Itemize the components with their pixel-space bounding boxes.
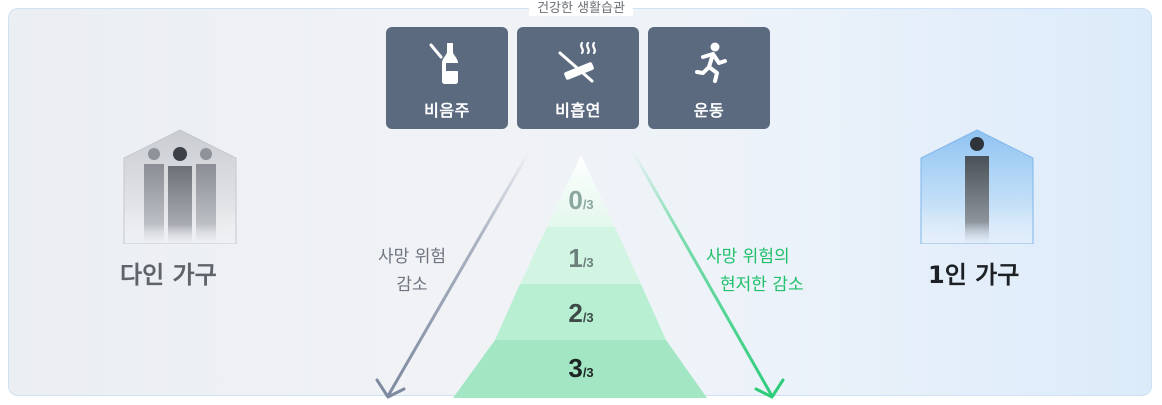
right-household-label: 1인 가구: [928, 261, 1020, 289]
right-risk-line2: 현저한 감소: [720, 275, 804, 295]
right-arrow: [630, 149, 774, 397]
left-risk-line2: 감소: [396, 275, 428, 295]
pyramid-level-3: [453, 340, 707, 398]
pyramid-label-0: 0/3: [541, 185, 621, 216]
multi-person-house-icon: [123, 129, 237, 244]
habit-card-no-smoking: 비흡연: [517, 27, 639, 129]
pyramid-level-0: [547, 155, 615, 227]
diagram-heading: 건강한 생활습관: [0, 0, 1162, 20]
left-arrow: [386, 149, 532, 397]
pyramid-count: 2: [568, 298, 583, 328]
habit-label: 운동: [693, 101, 725, 120]
right-risk-text: 사망 위험의 현저한 감소: [700, 243, 830, 299]
pyramid-denominator: /3: [582, 197, 594, 212]
pyramid-level-1: [520, 227, 641, 284]
pyramid-denominator: /3: [582, 310, 594, 325]
pyramid-label-1: 1/3: [541, 243, 621, 274]
left-risk-text: 사망 위험 감소: [362, 243, 462, 299]
right-arrowhead: [754, 378, 785, 399]
pyramid-denominator: /3: [582, 255, 594, 270]
habit-label: 비흡연: [555, 101, 601, 120]
habit-label: 비음주: [424, 101, 470, 120]
pyramid-count: 1: [568, 243, 583, 273]
left-risk-line1: 사망 위험: [378, 247, 446, 267]
single-person-house-icon: [920, 129, 1034, 244]
pyramid-label-3: 3/3: [541, 353, 621, 384]
right-risk-line1: 사망 위험의: [706, 247, 790, 267]
no-drinking-icon: [429, 43, 458, 84]
pyramid-count: 0: [568, 185, 583, 215]
habit-card-exercise: 운동: [648, 27, 770, 129]
habit-card-no-drinking: 비음주: [386, 27, 508, 129]
pyramid-level-2: [495, 284, 666, 340]
running-icon: [695, 42, 727, 83]
left-arrowhead: [375, 378, 406, 399]
left-household-label: 다인 가구: [120, 261, 217, 289]
pyramid-label-2: 2/3: [541, 298, 621, 329]
pyramid-count: 3: [568, 353, 583, 383]
no-smoking-icon: [558, 41, 596, 83]
pyramid-denominator: /3: [582, 365, 594, 380]
heading-text: 건강한 생활습관: [529, 1, 633, 16]
